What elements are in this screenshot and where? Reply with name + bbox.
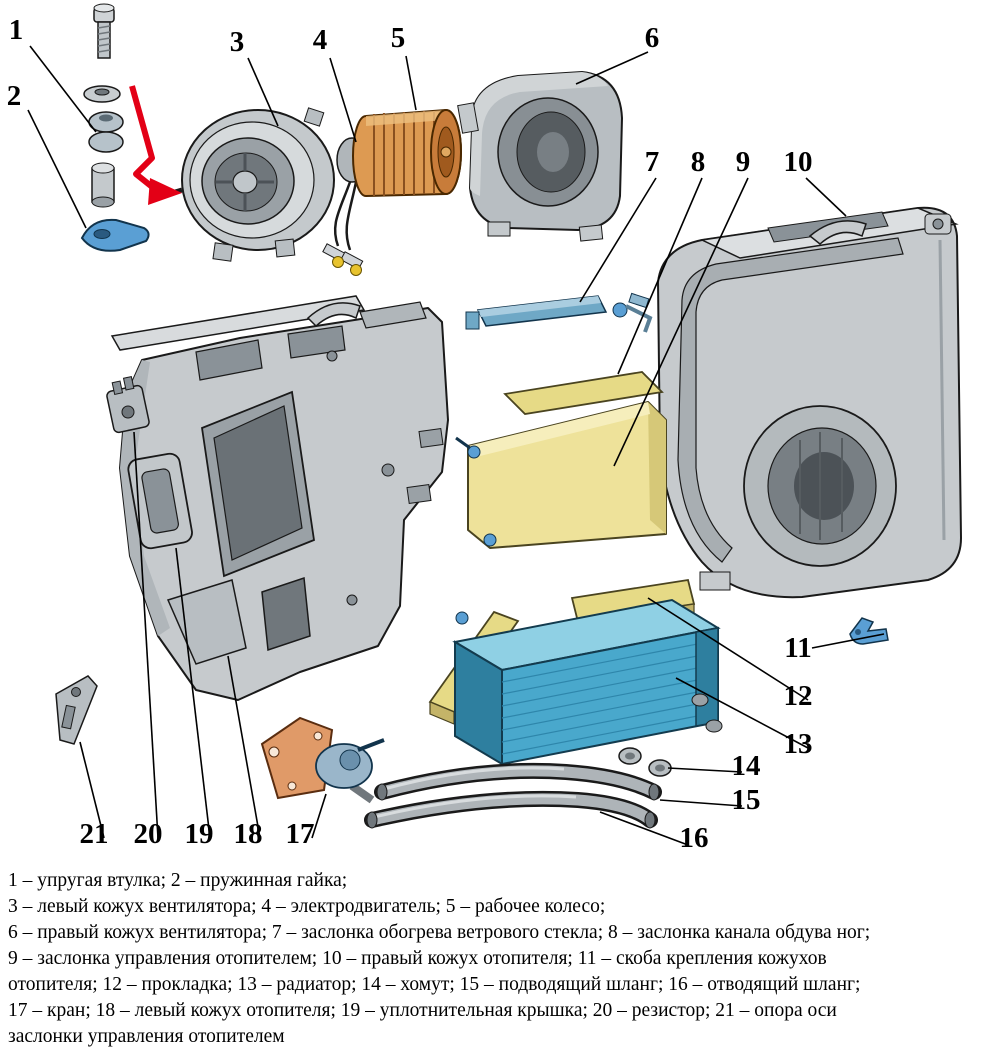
callout-14: 14 xyxy=(731,750,761,782)
axis-support xyxy=(55,675,98,745)
legend: 1 – упругая втулка; 2 – пружинная гайка;… xyxy=(8,868,992,1050)
callout-10: 10 xyxy=(783,146,813,178)
callout-11: 11 xyxy=(784,632,812,664)
callout-7: 7 xyxy=(644,146,660,178)
callout-3: 3 xyxy=(229,26,245,58)
spring-nut xyxy=(80,218,150,252)
legend-line-7: заслонки управления отопителем xyxy=(8,1026,285,1047)
defroster-flap xyxy=(465,292,653,333)
legend-line-3: 6 – правый кожух вентилятора; 7 – заслон… xyxy=(8,922,871,943)
callout-4: 4 xyxy=(312,24,328,56)
callout-2: 2 xyxy=(6,80,22,112)
legend-line-1: 1 – упругая втулка; 2 – пружинная гайка; xyxy=(8,870,348,891)
resistor xyxy=(106,376,150,434)
callout-18: 18 xyxy=(233,818,263,850)
diagram-canvas xyxy=(27,3,962,846)
callout-20: 20 xyxy=(133,818,163,850)
callout-5: 5 xyxy=(390,22,406,54)
legend-line-6: 17 – кран; 18 – левый кожух отопителя; 1… xyxy=(8,1000,837,1021)
legend-line-4: 9 – заслонка управления отопителем; 10 –… xyxy=(8,948,827,969)
callout-15: 15 xyxy=(731,784,761,816)
right-heater-casing xyxy=(657,206,962,599)
legend-line-2: 3 – левый кожух вентилятора; 4 – электро… xyxy=(8,896,606,917)
callout-9: 9 xyxy=(735,146,751,178)
callout-19: 19 xyxy=(184,818,214,850)
radiator xyxy=(452,598,723,766)
supply-hose xyxy=(374,762,662,801)
casing-bracket xyxy=(849,617,889,645)
right-fan-casing xyxy=(457,71,623,242)
bushing-fastener xyxy=(83,3,124,208)
red-arrow xyxy=(129,85,182,205)
callout-13: 13 xyxy=(783,728,813,760)
callout-12: 12 xyxy=(783,680,813,712)
left-fan-casing xyxy=(157,107,335,262)
return-hose xyxy=(364,790,658,829)
callout-1: 1 xyxy=(8,14,24,46)
callout-8: 8 xyxy=(690,146,706,178)
heater-control-flap xyxy=(455,371,667,549)
sealing-cover xyxy=(127,452,193,550)
legend-line-5: отопителя; 12 – прокладка; 13 – радиатор… xyxy=(8,974,861,995)
impeller xyxy=(352,108,462,198)
callout-21: 21 xyxy=(79,818,109,850)
leader-lines xyxy=(27,45,885,846)
hose-clamps xyxy=(618,747,672,777)
callout-6: 6 xyxy=(644,22,660,54)
callout-16: 16 xyxy=(679,822,709,854)
callout-17: 17 xyxy=(285,818,315,850)
heater-tap xyxy=(260,716,385,804)
